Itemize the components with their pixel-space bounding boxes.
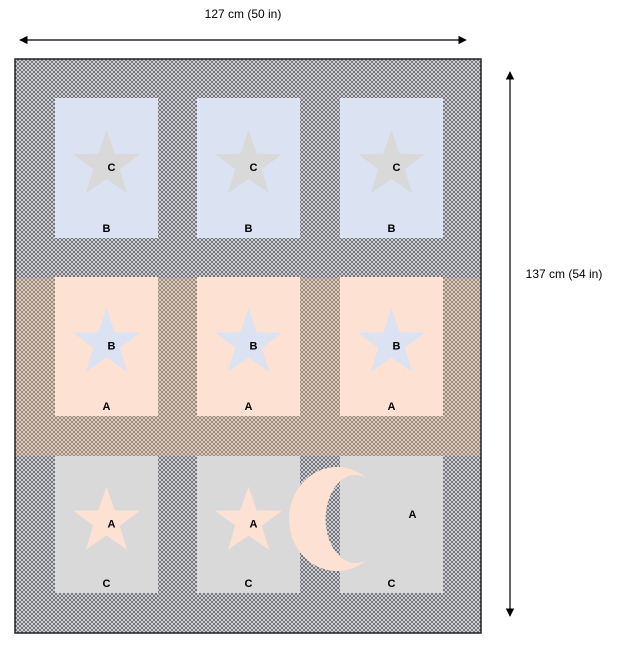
star-motif: [215, 130, 282, 194]
block-label: A: [103, 401, 111, 413]
star-motif: [358, 308, 425, 372]
motif-label: B: [108, 341, 116, 353]
block-label: B: [103, 223, 111, 235]
block-label: A: [388, 401, 396, 413]
quilt-block: AC: [55, 456, 158, 593]
moon-motif: [288, 467, 367, 572]
star-motif: [215, 486, 282, 550]
block-label: B: [388, 223, 396, 235]
block-background: [340, 456, 443, 593]
quilt-block: BA: [55, 277, 158, 416]
star-motif: [358, 130, 425, 194]
motif-label: A: [250, 519, 258, 531]
block-label: A: [245, 401, 253, 413]
quilt-block: CB: [340, 98, 443, 238]
width-dimension: 127 cm (50 in): [19, 7, 467, 45]
star-motif: [73, 308, 140, 372]
motif-label: B: [393, 341, 401, 353]
motif-label: A: [409, 509, 417, 521]
motif-label: C: [393, 162, 401, 174]
quilt-block: CB: [197, 98, 300, 238]
height-dimension: 137 cm (54 in): [505, 71, 603, 617]
block-label: C: [388, 578, 396, 590]
motif-label: C: [250, 162, 258, 174]
quilt-block: BA: [197, 277, 300, 416]
width-label: 127 cm (50 in): [205, 7, 282, 21]
quilt-block: AC: [288, 456, 443, 593]
quilt-border: [14, 58, 482, 634]
quilt-block: AC: [197, 456, 300, 593]
star-motif: [73, 130, 140, 194]
block-label: C: [245, 578, 253, 590]
motif-label: C: [108, 162, 116, 174]
motif-label: A: [108, 519, 116, 531]
block-label: C: [103, 578, 111, 590]
star-motif: [215, 308, 282, 372]
height-label: 137 cm (54 in): [526, 267, 603, 281]
quilt-block: BA: [340, 277, 443, 416]
quilt-block: CB: [55, 98, 158, 238]
star-motif: [73, 486, 140, 550]
motif-label: B: [250, 341, 258, 353]
block-label: B: [245, 223, 253, 235]
